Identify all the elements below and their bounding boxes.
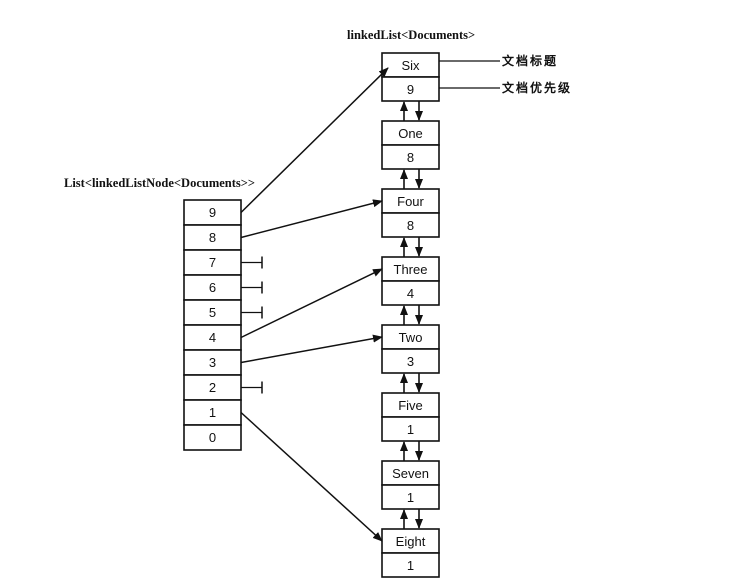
list-cell-label: 5 (209, 305, 216, 320)
linked-list-node: Three 4 (381, 256, 440, 306)
list-cell-label: 3 (209, 355, 216, 370)
list-cell-label: 2 (209, 380, 216, 395)
node-priority: 1 (407, 422, 414, 437)
list-cell-label: 0 (209, 430, 216, 445)
node-title: One (398, 126, 423, 141)
node-priority: 1 (407, 490, 414, 505)
list-title: List<linkedListNode<Documents>> (64, 176, 255, 190)
callout-title-label: 文档标题 (502, 53, 558, 68)
node-priority-cell (381, 212, 440, 238)
pointer-arrows (240, 67, 389, 542)
node-title: Two (399, 330, 423, 345)
node-priority: 3 (407, 354, 414, 369)
node-priority-cell (381, 280, 440, 306)
node-priority-cell (381, 144, 440, 170)
pointer-arrow-1-to-eight (240, 411, 383, 542)
node-title: Five (398, 398, 423, 413)
pointer-arrow-9-to-six (240, 67, 389, 214)
node-priority: 8 (407, 150, 414, 165)
list-cell-label: 1 (209, 405, 216, 420)
linked-list-title: linkedList<Documents> (347, 28, 475, 42)
node-priority: 9 (407, 82, 414, 97)
node-title: Eight (396, 534, 426, 549)
node-priority-cell (381, 348, 440, 374)
node-priority-cell (381, 552, 440, 578)
pointer-arrow-8-to-four (240, 199, 383, 239)
node-title-cell (381, 528, 440, 554)
list-cell (183, 424, 242, 451)
node-priority-cell (381, 76, 440, 102)
callout-priority-label: 文档优先级 (502, 80, 572, 95)
node-title-cell (381, 460, 440, 486)
priority-list: 9 8 7 6 5 4 3 2 1 0 (183, 199, 263, 451)
node-title-cell (381, 256, 440, 282)
linked-list-node: Five 1 (381, 392, 440, 442)
linked-list-node: Seven 1 (381, 460, 440, 510)
pointer-arrow-3-to-two (240, 334, 383, 364)
list-cell (183, 274, 242, 301)
node-title: Six (401, 58, 420, 73)
node-priority-cell (381, 484, 440, 510)
node-priority-cell (381, 416, 440, 442)
list-cell-label: 9 (209, 205, 216, 220)
linked-list-node: Four 8 (381, 188, 440, 238)
node-title: Four (397, 194, 424, 209)
node-priority: 1 (407, 558, 414, 573)
node-priority: 8 (407, 218, 414, 233)
node-title: Three (394, 262, 428, 277)
list-cell-label: 4 (209, 330, 216, 345)
list-cell (183, 349, 242, 376)
list-cell-label: 6 (209, 280, 216, 295)
node-priority: 4 (407, 286, 414, 301)
linked-list-node: Two 3 (381, 324, 440, 374)
pointer-arrow-4-to-three (240, 268, 383, 339)
linked-list-node: Six 9 (381, 52, 440, 102)
list-cell (183, 324, 242, 351)
node-title: Seven (392, 466, 429, 481)
list-cell-label: 7 (209, 255, 216, 270)
linked-list-node: One 8 (381, 120, 440, 170)
list-cell (183, 249, 242, 276)
list-cell-label: 8 (209, 230, 216, 245)
linked-list-node: Eight 1 (381, 528, 440, 578)
